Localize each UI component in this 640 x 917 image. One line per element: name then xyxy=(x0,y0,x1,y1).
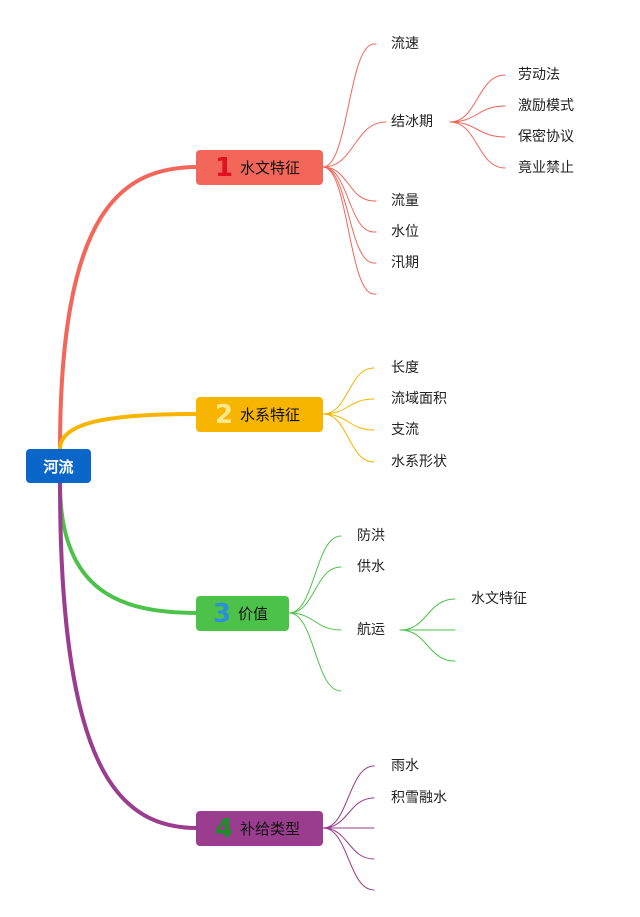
branch-node-recharge-type[interactable]: 4 补给类型 xyxy=(196,811,323,846)
leaf-node[interactable]: 结冰期 xyxy=(391,114,433,130)
leaf-node[interactable]: 汛期 xyxy=(391,255,419,271)
branch-label: 水文特征 xyxy=(240,159,301,177)
leaf-connector xyxy=(322,797,375,829)
trunk-connector xyxy=(58,412,200,451)
trunk-connector xyxy=(58,481,200,615)
leaf-connector xyxy=(322,413,375,463)
leaf-node[interactable]: 积雪融水 xyxy=(391,790,447,806)
leaf-node[interactable]: 水系形状 xyxy=(391,454,447,470)
leaf-node[interactable]: 支流 xyxy=(391,422,419,438)
leaf-connector xyxy=(322,398,375,415)
leaf-connector xyxy=(322,121,387,168)
leaf-connector xyxy=(322,166,375,264)
subleaf-node[interactable]: 激励模式 xyxy=(518,98,574,114)
leaf-connector xyxy=(322,43,375,168)
root-node-river[interactable]: 河流 xyxy=(26,449,91,483)
leaf-node[interactable]: 防洪 xyxy=(357,528,385,544)
leaf-node[interactable]: 雨水 xyxy=(391,758,419,774)
leaf-connector xyxy=(322,166,375,295)
branch-number-badge: 3 xyxy=(212,598,232,629)
leaf-node[interactable]: 航运 xyxy=(357,622,385,638)
subleaf-connector xyxy=(449,121,506,169)
leaf-connector xyxy=(322,765,375,829)
leaf-node[interactable]: 供水 xyxy=(357,559,385,575)
subleaf-node[interactable]: 竟业禁止 xyxy=(518,160,574,176)
subleaf-connector xyxy=(449,74,506,123)
leaf-connector xyxy=(288,612,342,631)
branch-number-badge: 1 xyxy=(214,152,234,183)
branch-label: 水系特征 xyxy=(240,406,301,424)
root-label: 河流 xyxy=(43,457,74,476)
subleaf-connector xyxy=(399,598,456,631)
trunk-connector xyxy=(58,481,200,830)
leaf-connector xyxy=(288,566,342,614)
subleaf-connector xyxy=(449,105,506,123)
branch-node-river-system[interactable]: 2 水系特征 xyxy=(196,397,323,432)
trunk-connector xyxy=(58,165,200,451)
branch-number-badge: 2 xyxy=(214,399,234,430)
leaf-connector xyxy=(288,612,342,692)
leaf-connector xyxy=(322,413,375,431)
subleaf-connector xyxy=(399,629,456,662)
leaf-connector xyxy=(322,166,375,233)
leaf-connector xyxy=(322,827,375,891)
leaf-node[interactable]: 流量 xyxy=(391,193,419,209)
branch-number-badge: 4 xyxy=(214,813,234,844)
branch-label: 价值 xyxy=(238,605,269,623)
subleaf-connector xyxy=(449,121,506,138)
leaf-connector xyxy=(322,367,375,415)
branch-node-value[interactable]: 3 价值 xyxy=(196,596,289,631)
leaf-connector xyxy=(288,535,342,614)
leaf-node[interactable]: 流域面积 xyxy=(391,391,447,407)
subleaf-node[interactable]: 保密协议 xyxy=(518,129,574,145)
leaf-node[interactable]: 水位 xyxy=(391,224,419,240)
branch-label: 补给类型 xyxy=(240,820,301,838)
subleaf-node[interactable]: 劳动法 xyxy=(518,67,560,83)
leaf-connector xyxy=(322,166,375,202)
subleaf-node[interactable]: 水文特征 xyxy=(471,591,527,607)
branch-node-hydrology[interactable]: 1 水文特征 xyxy=(196,150,323,185)
leaf-connector xyxy=(322,827,375,860)
leaf-node[interactable]: 流速 xyxy=(391,36,419,52)
leaf-node[interactable]: 长度 xyxy=(391,360,419,376)
